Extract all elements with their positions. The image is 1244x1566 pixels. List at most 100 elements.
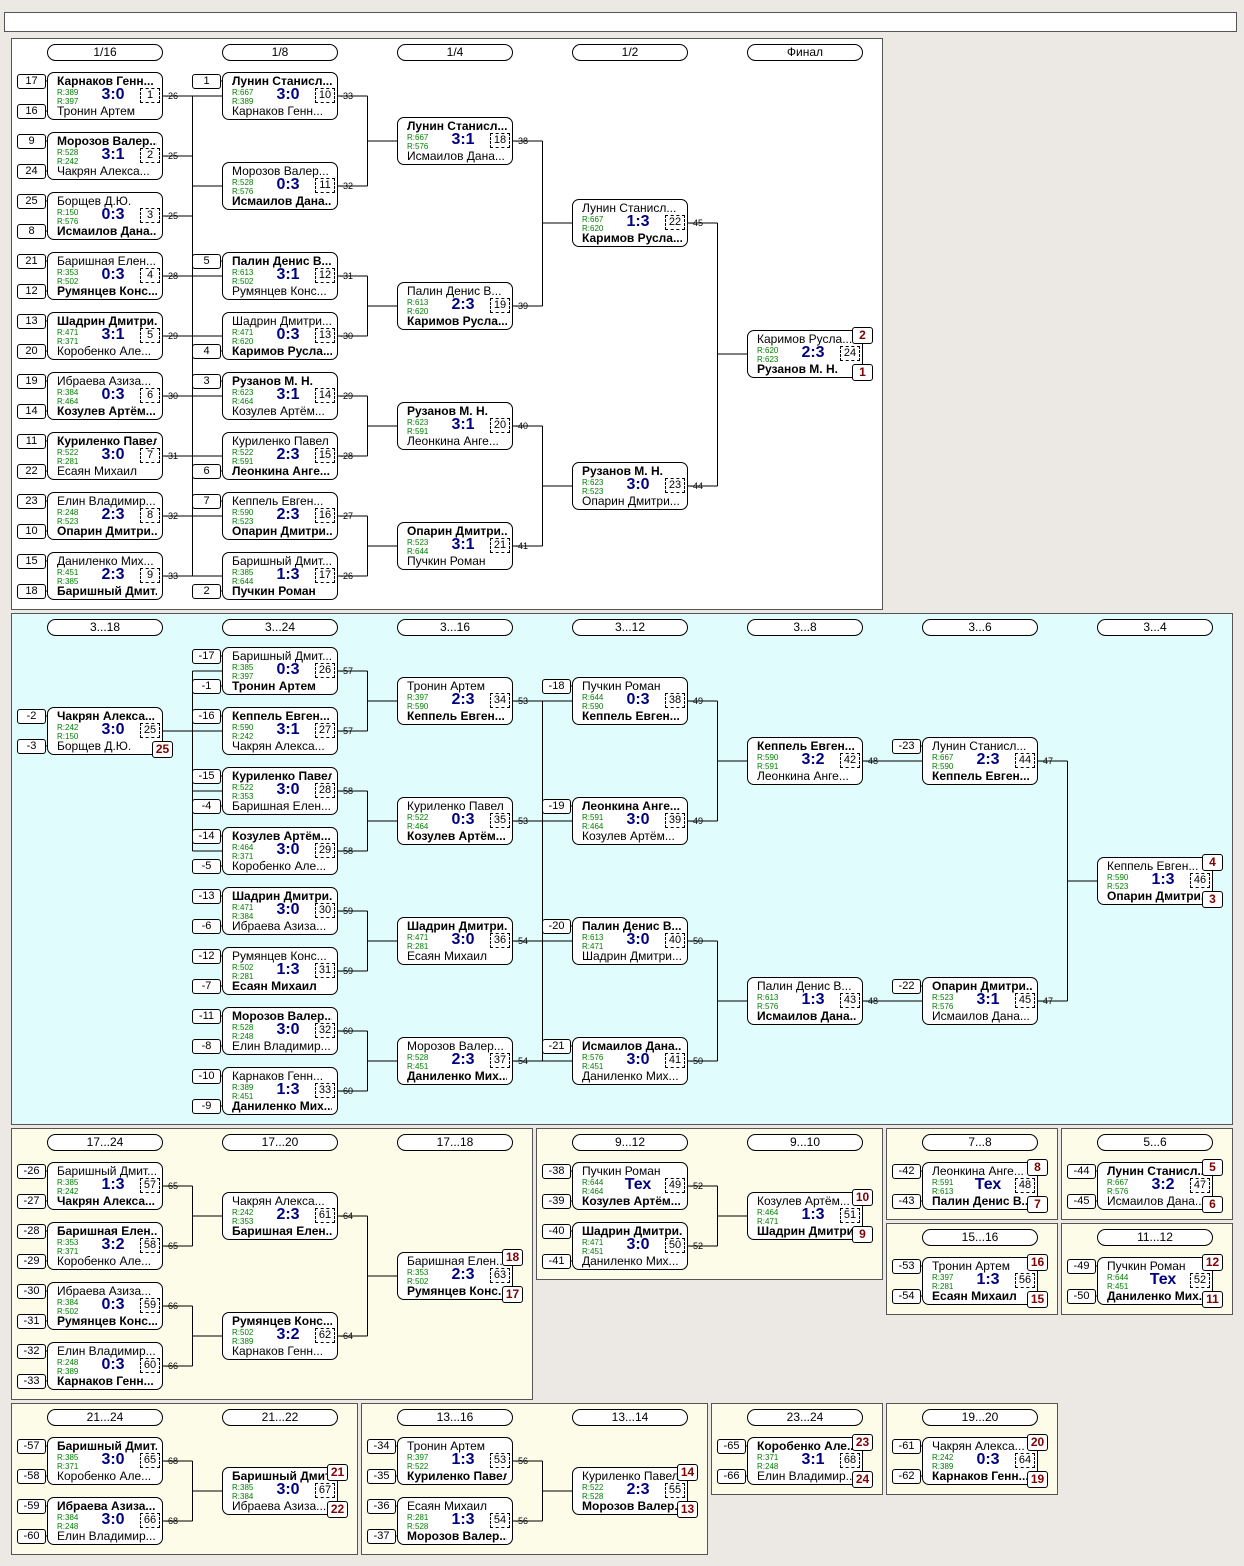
- player-1-rating: R:620: [757, 346, 779, 355]
- player-2-name: Коробенко Але...: [57, 1470, 152, 1483]
- seed-box: 9: [17, 134, 46, 149]
- player-2-name: Исмаилов Дана...: [1107, 1195, 1205, 1208]
- seed-box: 14: [17, 404, 46, 419]
- player-1-rating: R:590: [232, 723, 254, 732]
- match-number: 15: [315, 448, 335, 463]
- seed-box: -34: [367, 1439, 396, 1454]
- player-2-rating: R:464: [582, 1187, 604, 1196]
- player-2-rating: R:502: [57, 1307, 79, 1316]
- player-2-rating: R:576: [932, 1002, 954, 1011]
- match-score: 2:3: [451, 1266, 475, 1283]
- place-badge: 20: [1027, 1434, 1048, 1451]
- round-header: 1/2: [572, 44, 688, 61]
- match-score: 0:3: [451, 811, 475, 828]
- player-2-name: Баришный Дмит...: [57, 585, 157, 598]
- seed-box: -10: [192, 1069, 221, 1084]
- match-number: 1: [140, 88, 160, 103]
- player-2-rating: R:523: [232, 517, 254, 526]
- player-1-rating: R:528: [232, 1023, 254, 1032]
- player-2-name: Козулев Артём...: [407, 830, 506, 843]
- match-number: 67: [315, 1483, 335, 1498]
- round-header: 3...4: [1097, 619, 1213, 636]
- match-score: 3:0: [626, 476, 650, 493]
- player-1-name: Лунин Станисл...: [232, 75, 332, 88]
- player-1-rating: R:471: [232, 903, 254, 912]
- player-2-rating: R:389: [232, 97, 254, 106]
- seed-box: -50: [1067, 1289, 1096, 1304]
- match-number: 43: [840, 993, 860, 1008]
- player-2-rating: R:451: [407, 1062, 429, 1071]
- player-1-name: Баришный Дмит...: [57, 1165, 157, 1178]
- player-1-rating: R:623: [582, 478, 604, 487]
